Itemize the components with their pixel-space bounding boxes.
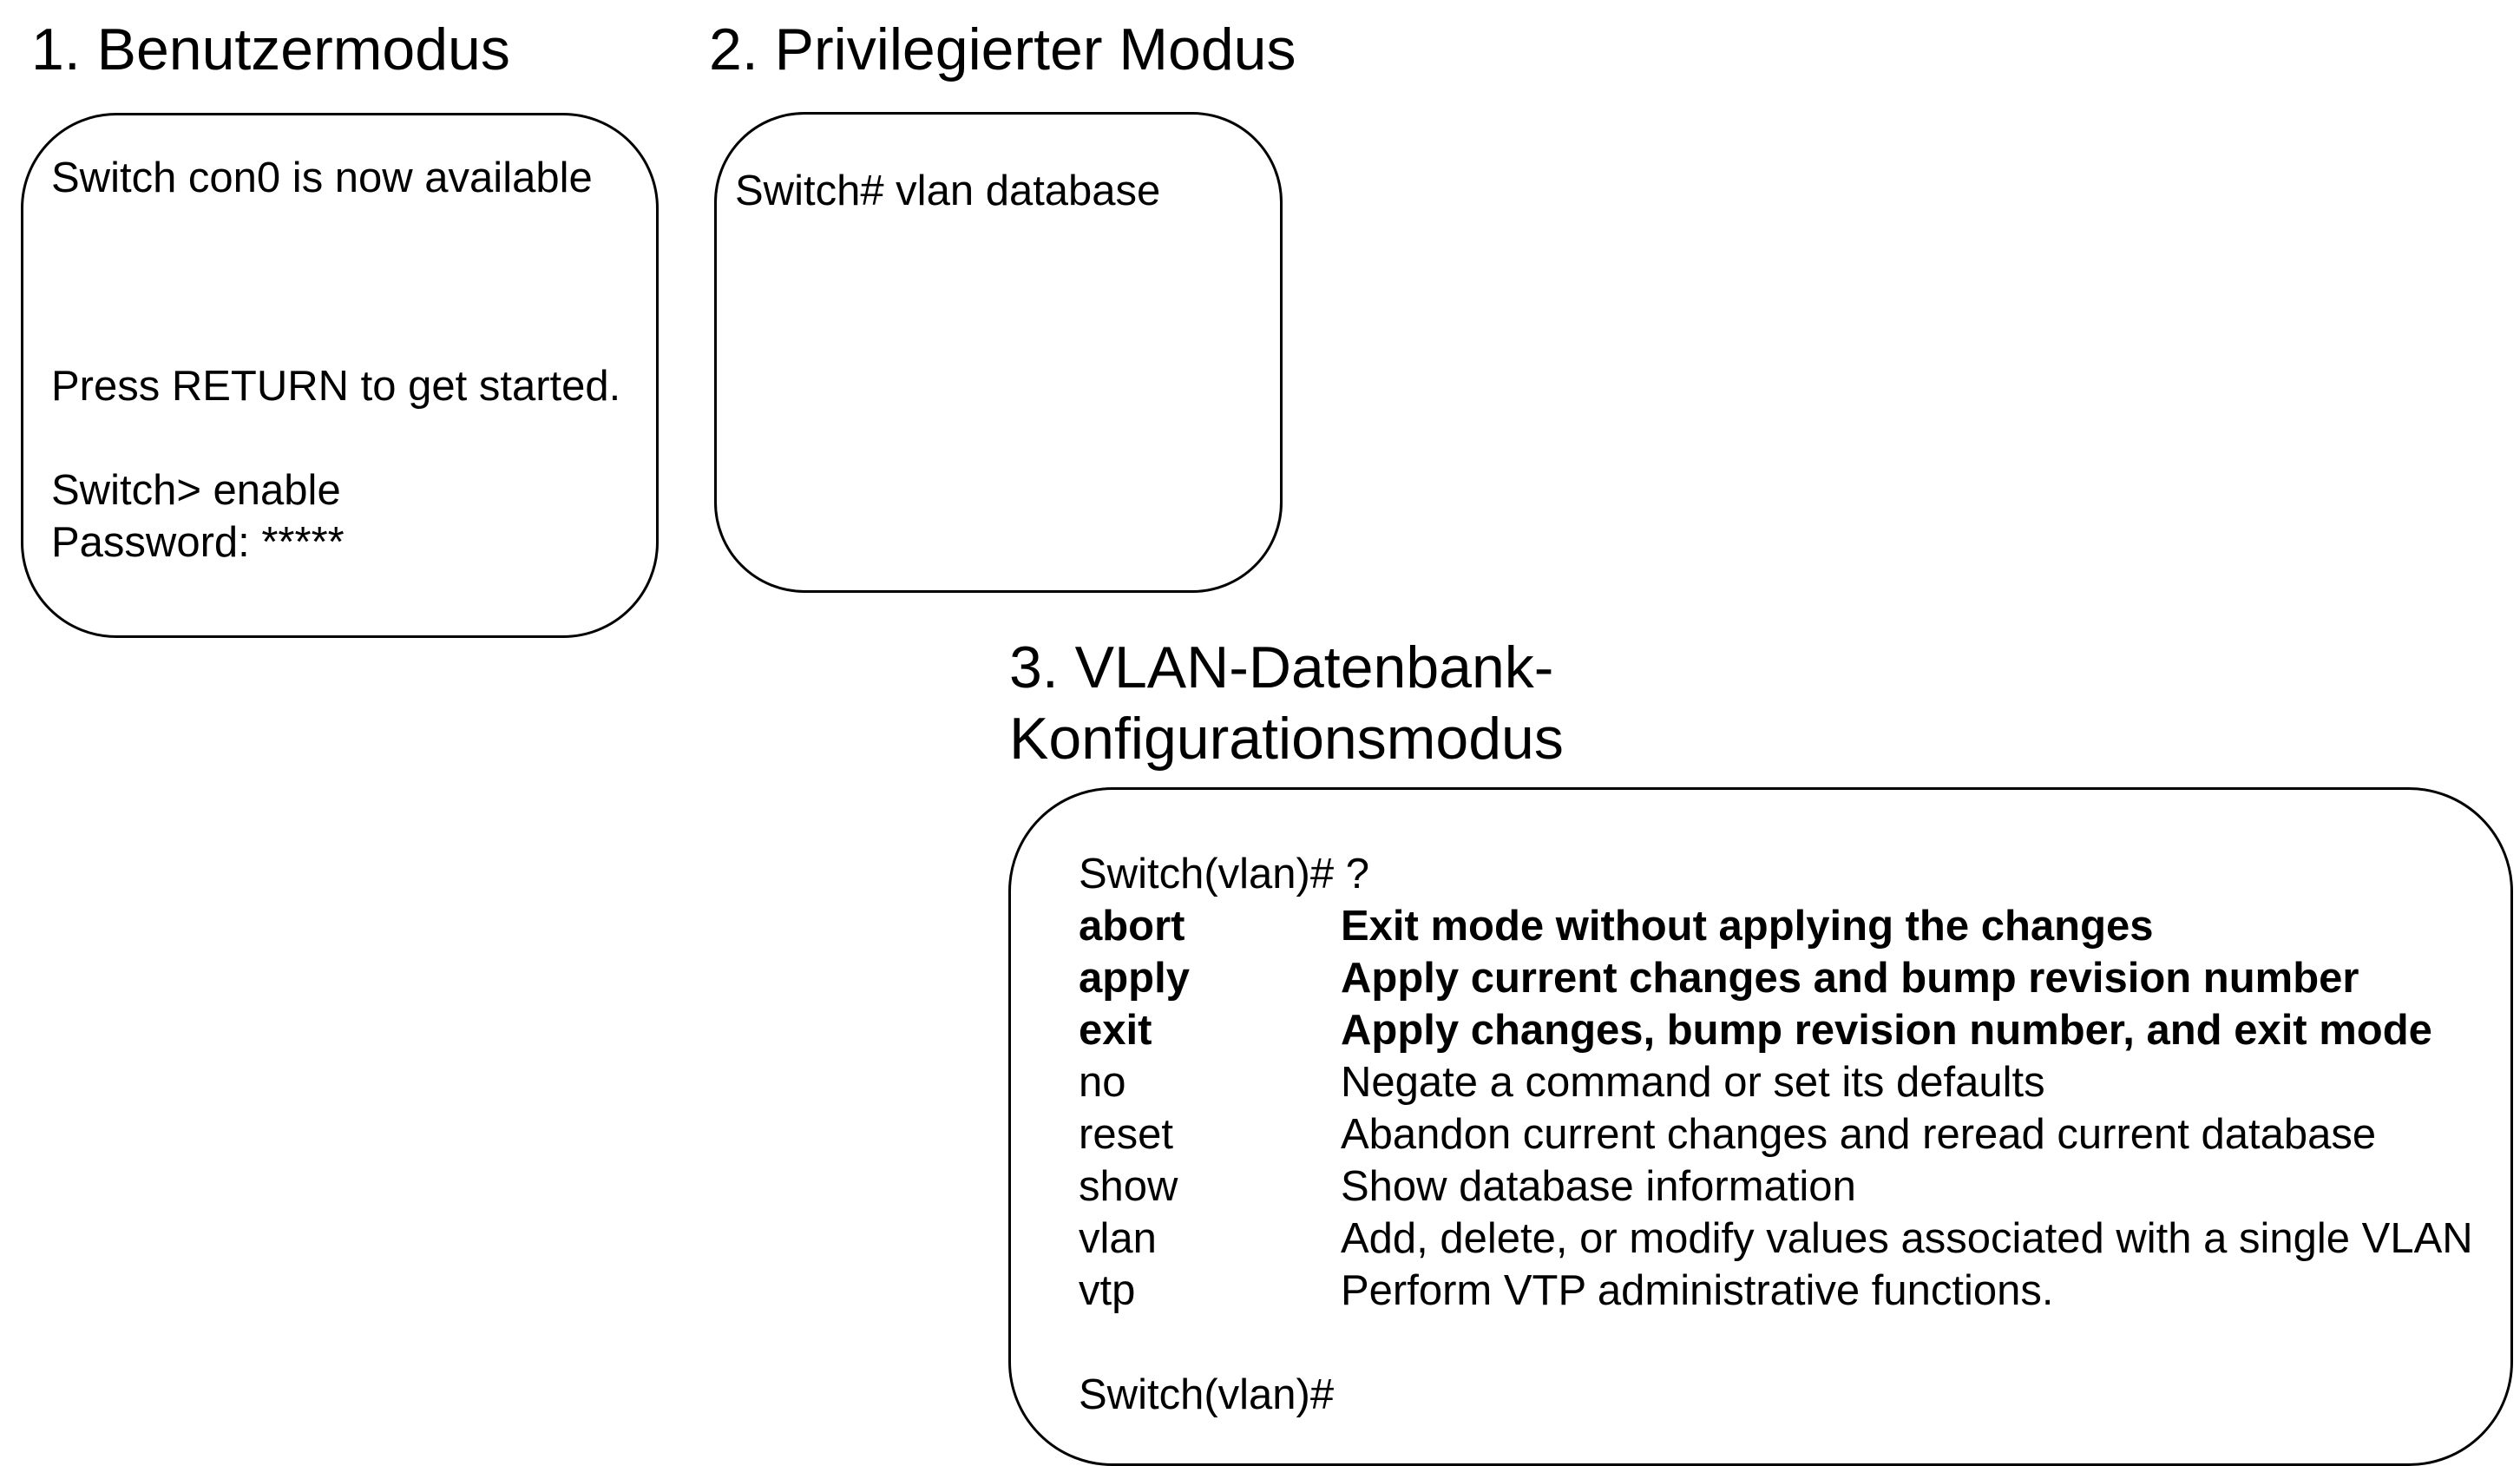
command-name: show bbox=[1079, 1163, 1178, 1210]
mode2-line-vlan-database: Switch# vlan database bbox=[735, 168, 1161, 214]
mode1-line-password: Password: ***** bbox=[51, 519, 345, 566]
command-name: reset bbox=[1079, 1111, 1173, 1158]
mode1-line-available: Switch con0 is now available bbox=[51, 154, 593, 201]
command-description: Perform VTP administrative functions. bbox=[1341, 1267, 2054, 1314]
command-name: vtp bbox=[1079, 1267, 1136, 1314]
mode3-prompt-end: Switch(vlan)# bbox=[1079, 1371, 1335, 1418]
mode1-line-press-return: Press RETURN to get started. bbox=[51, 363, 621, 410]
command-description: Exit mode without applying the changes bbox=[1341, 903, 2154, 950]
command-name: no bbox=[1079, 1059, 1126, 1106]
command-description: Negate a command or set its defaults bbox=[1341, 1059, 2045, 1106]
command-description: Add, delete, or modify values associated… bbox=[1341, 1215, 2473, 1262]
mode3-title-line2: Konfigurationsmodus bbox=[1009, 706, 1564, 772]
mode3-terminal-box: Switch(vlan)# ? abort Exit mode without … bbox=[1008, 787, 2513, 1466]
mode1-line-enable: Switch> enable bbox=[51, 467, 341, 514]
command-name: abort bbox=[1079, 903, 1185, 950]
command-description: Apply current changes and bump revision … bbox=[1341, 955, 2359, 1002]
mode2-title: 2. Privilegierter Modus bbox=[709, 16, 1296, 82]
mode2-terminal-box: Switch# vlan database bbox=[714, 112, 1283, 593]
command-description: Show database information bbox=[1341, 1163, 1856, 1210]
command-name: exit bbox=[1079, 1007, 1152, 1054]
command-description: Apply changes, bump revision number, and… bbox=[1341, 1007, 2432, 1054]
command-name: apply bbox=[1079, 955, 1190, 1002]
mode3-prompt-query: Switch(vlan)# ? bbox=[1079, 851, 1369, 897]
command-name: vlan bbox=[1079, 1215, 1157, 1262]
mode1-title: 1. Benutzermodus bbox=[31, 16, 510, 82]
mode1-terminal-box: Switch con0 is now available Press RETUR… bbox=[21, 113, 659, 638]
command-description: Abandon current changes and reread curre… bbox=[1341, 1111, 2377, 1158]
mode3-title-line1: 3. VLAN-Datenbank- bbox=[1009, 634, 1554, 700]
